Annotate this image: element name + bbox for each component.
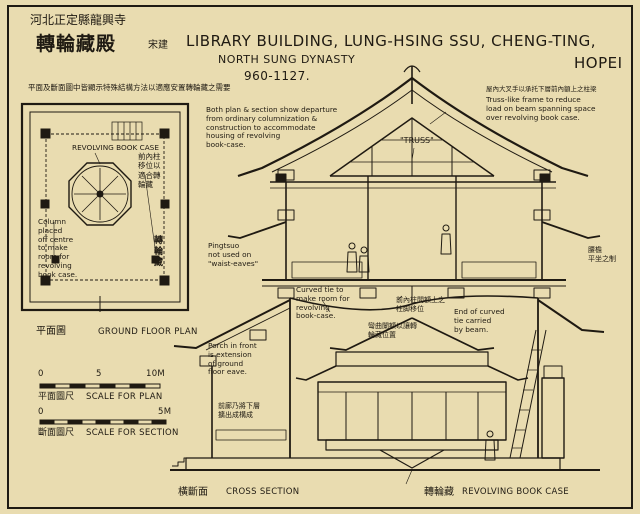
- plan-column: [40, 128, 51, 139]
- case-roof-lower: [295, 365, 337, 381]
- scale-plan-tick-10: 10M: [146, 369, 166, 379]
- scale-plan-label: SCALE FOR PLAN: [86, 392, 163, 402]
- zh-truss-note: 屋內大叉手以承托下層前內額上之柱梁: [486, 85, 597, 93]
- title-line-2: HOPEI: [574, 54, 623, 72]
- sheet-border: [7, 5, 633, 509]
- case-roof-upper: [329, 317, 413, 351]
- zh-section-label: 橫斷面: [178, 487, 208, 498]
- plan-column: [160, 199, 170, 209]
- zh-wheel-label: 轉 輪 藏: [154, 236, 164, 268]
- porch-note: Porch in front is extension of ground fl…: [208, 341, 257, 377]
- section-steps: [172, 457, 190, 467]
- zh-dynasty: 宋建: [148, 40, 168, 51]
- case-base: [325, 439, 499, 451]
- zh-beam-note: 前內柱間額上之 柱脚移位: [396, 296, 445, 313]
- case-pivot: [379, 449, 445, 469]
- lower-eave-right: [537, 299, 605, 333]
- section-label: CROSS SECTION: [226, 487, 300, 497]
- section-stair: [509, 329, 537, 459]
- zh-building-name: 轉輪藏殿: [36, 33, 117, 55]
- dynasty-label: NORTH SUNG DYNASTY: [218, 53, 356, 66]
- end-tie-note: End of curved tie carried by beam.: [454, 307, 505, 334]
- plan-column: [40, 275, 51, 286]
- zh-porch-note: 前廊乃將下層 擴出成構成: [218, 402, 260, 419]
- revolving-case-spokes: [74, 168, 126, 220]
- zh-plan-label: 平面圖: [36, 326, 66, 337]
- plan-column: [40, 199, 50, 209]
- dates-label: 960-1127.: [244, 69, 311, 83]
- zh-column-note: 前內柱 移位以 適合轉 輪藏: [138, 152, 161, 190]
- bracket-sets: [199, 169, 551, 367]
- plan-column-off-centre: [151, 255, 160, 264]
- zh-scale-plan: 平面圖尺: [38, 392, 75, 402]
- plan-stair: [111, 121, 143, 141]
- scale-section-tick-0: 0: [38, 407, 44, 417]
- waist-eave-right: [541, 221, 601, 239]
- porch-rail: [215, 429, 287, 441]
- curved-tie-note: Curved tie to make room for revolving bo…: [296, 285, 350, 321]
- plan-column-off-centre: [51, 255, 60, 264]
- revolving-case-ring: [71, 165, 129, 223]
- zh-scale-section: 斷面圖尺: [38, 428, 75, 438]
- scale-plan-tick-5: 5: [96, 369, 102, 379]
- truss-note: Truss-like frame to reduce load on beam …: [486, 95, 596, 122]
- lower-eave-left: [173, 299, 291, 349]
- scale-section-label: SCALE FOR SECTION: [86, 428, 179, 438]
- zh-case-label: 轉輪藏: [424, 487, 454, 498]
- ridge-ornament: [403, 65, 421, 73]
- exterior-pier: [541, 377, 565, 459]
- column-note: Column placed off centre to make room fo…: [38, 217, 78, 279]
- scale-plan-tick-0: 0: [38, 369, 44, 379]
- plan-outer-wall: [20, 102, 190, 312]
- revolving-case-octagon: [68, 162, 132, 226]
- upper-railing: [291, 261, 363, 279]
- title-line-1: LIBRARY BUILDING, LUNG-HSING SSU, CHENG-…: [186, 32, 596, 50]
- ground-floor-plan: [20, 102, 190, 312]
- scale-section-tick-5: 5M: [158, 407, 172, 417]
- plan-column: [159, 275, 170, 286]
- section-plinth: [185, 457, 561, 470]
- revolving-case-label: REVOLVING BOOK CASE: [72, 143, 159, 152]
- case-label: REVOLVING BOOK CASE: [462, 487, 569, 497]
- zh-location: 河北正定縣龍興寺: [30, 13, 127, 27]
- main-roof: [237, 77, 413, 178]
- human-figures: [346, 224, 496, 461]
- plan-label: GROUND FLOOR PLAN: [98, 327, 198, 337]
- scale-bars: [39, 383, 167, 425]
- waist-eave-left: [227, 221, 287, 239]
- cross-section: [170, 65, 605, 485]
- zh-right-note: 腰檐 平坐之制: [588, 246, 616, 263]
- plan-column: [159, 128, 170, 139]
- plan-inner-wall: [29, 111, 181, 303]
- case-upper-body: [335, 351, 489, 367]
- zh-curved-tie-note: 彎曲闌額以讓轉 輪藏位置: [368, 322, 417, 339]
- truss-label: "TRUSS": [400, 136, 434, 145]
- departure-note: Both plan & section show departure from …: [206, 105, 338, 149]
- zh-caption: 平面及斷面圖中皆顯示特殊結構方法以適應安置轉輪藏之需要: [28, 83, 231, 92]
- pingzuo-note: Pingtsuo not used on "waist-eaves": [208, 241, 259, 268]
